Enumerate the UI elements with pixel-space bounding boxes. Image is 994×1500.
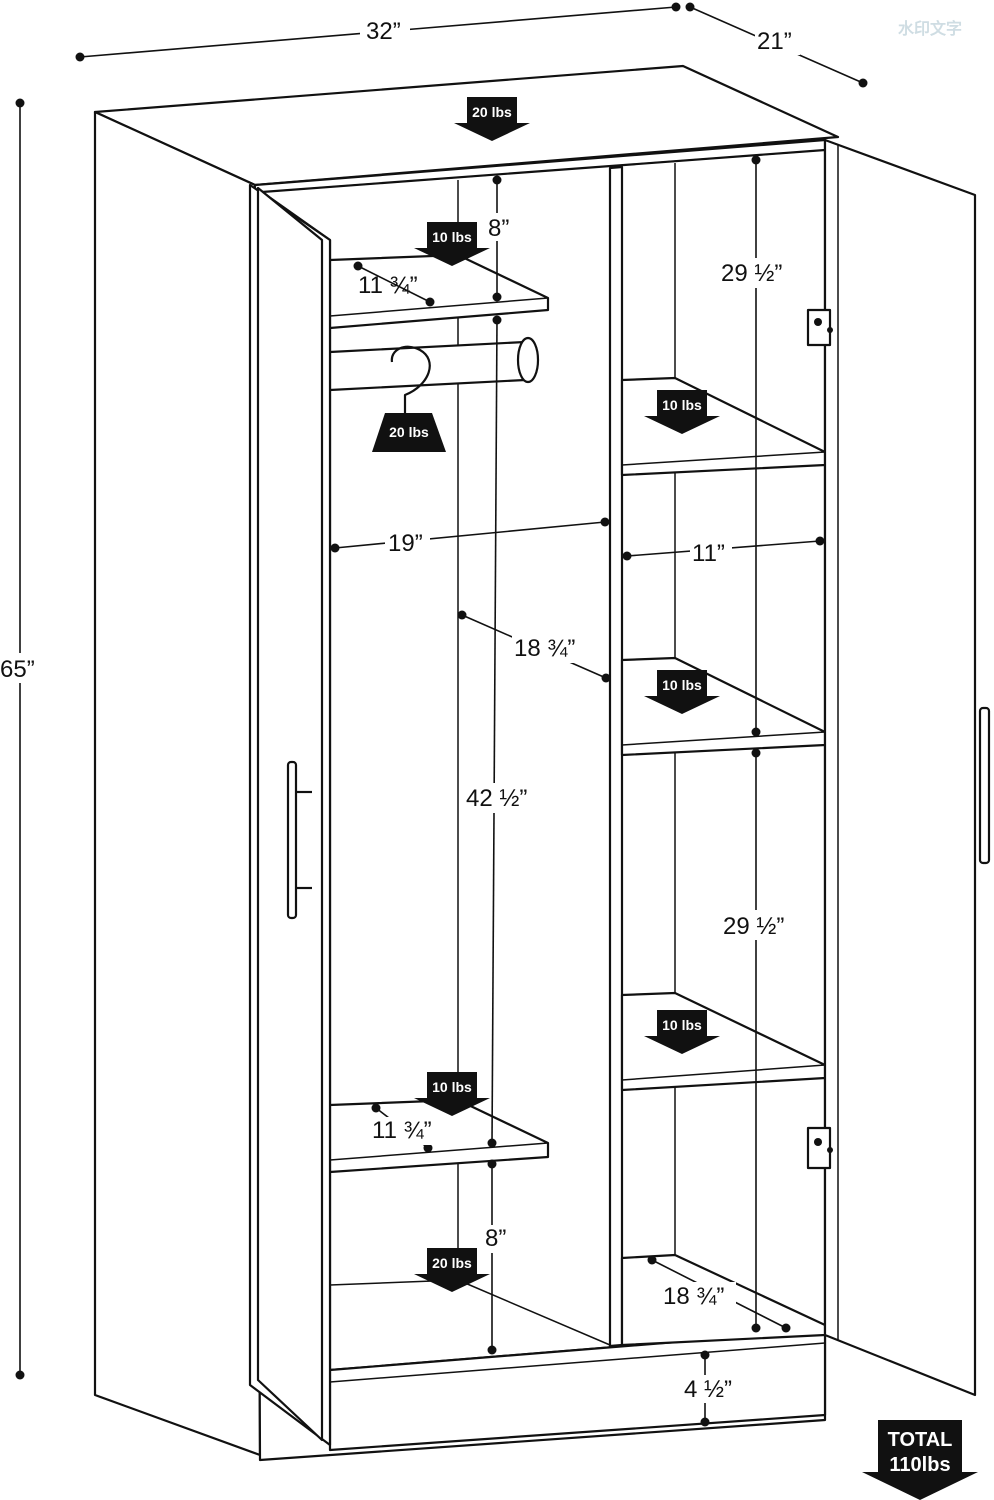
- dimension-endpoint: [781, 1323, 791, 1333]
- dimension-endpoint: [371, 1103, 381, 1113]
- bottom-shelf-depth-label: 11 ¾”: [372, 1117, 432, 1144]
- dimension-endpoint: [622, 551, 632, 561]
- dimension-endpoint: [671, 2, 681, 12]
- right-door-handle: [978, 706, 991, 865]
- dimension-endpoint: [330, 543, 340, 553]
- down-arrow-icon: [414, 222, 490, 266]
- down-arrow-icon: [454, 97, 530, 141]
- depth-label: 21”: [757, 28, 792, 55]
- left-door-handle: [286, 760, 312, 920]
- hanger-icon: [372, 345, 446, 452]
- weight-label: 20 lbs: [432, 1255, 472, 1271]
- height-label: 65”: [0, 656, 35, 683]
- dimension-endpoint: [700, 1350, 710, 1360]
- dimension-endpoint: [353, 261, 363, 271]
- right-lower-height-label: 29 ½”: [723, 913, 784, 940]
- weight-arrow-right-shelf-1: 10 lbs: [644, 390, 720, 434]
- weight-arrows: 20 lbs 10 lbs 20 lbs 10 lbs 10 lbs 10 lbs 10 l…: [389, 97, 720, 1292]
- dimension-endpoint: [685, 2, 695, 12]
- right-width-label: 11”: [692, 540, 725, 567]
- dimension-endpoint: [15, 98, 25, 108]
- weight-arrow-rod: 20 lbs: [389, 424, 429, 440]
- dimension-endpoint: [487, 1159, 497, 1169]
- dimension-endpoint: [425, 297, 435, 307]
- dimension-endpoint: [492, 315, 502, 325]
- right-upper-height-label: 29 ½”: [721, 260, 782, 287]
- dimension-endpoint: [487, 1345, 497, 1355]
- cabinet-body: [93, 64, 991, 1462]
- down-arrow-icon: [644, 670, 720, 714]
- dimension-endpoint: [487, 1138, 497, 1148]
- dimension-endpoint: [423, 1143, 433, 1153]
- right-door: [806, 138, 991, 1397]
- dimension-endpoint: [15, 1370, 25, 1380]
- dimension-endpoint: [815, 536, 825, 546]
- weight-label: 10 lbs: [662, 397, 702, 413]
- dimension-endpoint: [751, 155, 761, 165]
- dimension-endpoint: [858, 78, 868, 88]
- hinge-lower-icon: [806, 1126, 833, 1170]
- dimension-endpoint: [492, 175, 502, 185]
- weight-label: 10 lbs: [662, 1017, 702, 1033]
- bottom-shelf-gap-label: 8”: [485, 1225, 506, 1252]
- down-arrow-icon: [414, 1248, 490, 1292]
- weight-arrow-left-bottom-shelf: 10 lbs: [414, 1072, 490, 1116]
- hanging-height-label: 42 ½”: [466, 785, 527, 812]
- top-shelf-depth-label: 11 ¾”: [358, 272, 418, 299]
- weight-arrow-left-floor: 20 lbs: [414, 1248, 490, 1292]
- dimension-endpoint: [492, 292, 502, 302]
- down-arrow-icon: [644, 390, 720, 434]
- top-shelf-gap-label: 8”: [488, 215, 509, 242]
- hinge-upper-icon: [806, 308, 833, 347]
- right-depth-label: 18 ¾”: [663, 1283, 724, 1310]
- left-door: [248, 183, 332, 1447]
- down-arrow-icon: [644, 1010, 720, 1054]
- dimension-endpoint: [601, 673, 611, 683]
- dimension-endpoint: [751, 727, 761, 737]
- dimension-endpoint: [600, 517, 610, 527]
- dimension-endpoint: [647, 1255, 657, 1265]
- total-value: 110lbs: [889, 1454, 950, 1476]
- total-label: TOTAL: [888, 1429, 953, 1451]
- weight-label: 10 lbs: [432, 229, 472, 245]
- left-width-label: 19”: [388, 530, 423, 557]
- weight-label: 20 lbs: [389, 424, 429, 440]
- hanging-rod: [328, 336, 540, 392]
- weight-arrow-right-shelf-2: 10 lbs: [644, 670, 720, 714]
- dimension-endpoint: [751, 1323, 761, 1333]
- weight-arrow-top: 20 lbs: [454, 97, 530, 141]
- weight-label: 20 lbs: [472, 104, 512, 120]
- weight-arrow-right-shelf-3: 10 lbs: [644, 1010, 720, 1054]
- weight-label: 10 lbs: [662, 677, 702, 693]
- dimension-endpoint: [700, 1417, 710, 1427]
- weight-arrow-left-top-shelf: 10 lbs: [414, 222, 490, 266]
- dimension-dots: [15, 2, 868, 1427]
- base-height-label: 4 ½”: [684, 1376, 732, 1403]
- watermark: 水印文字: [898, 19, 962, 38]
- left-depth-label: 18 ¾”: [514, 635, 575, 662]
- dimension-endpoint: [457, 610, 467, 620]
- dimension-labels: 32” 21” 65” 8” 11 ¾” 29 ½” 19” 11” 18 ¾”…: [0, 15, 800, 1403]
- down-arrow-icon: [414, 1072, 490, 1116]
- total-weight-arrow: TOTAL 110lbs: [862, 1420, 978, 1500]
- dimension-endpoint: [751, 748, 761, 758]
- dimension-endpoint: [75, 52, 85, 62]
- width-label: 32”: [366, 18, 401, 45]
- weight-label: 10 lbs: [432, 1079, 472, 1095]
